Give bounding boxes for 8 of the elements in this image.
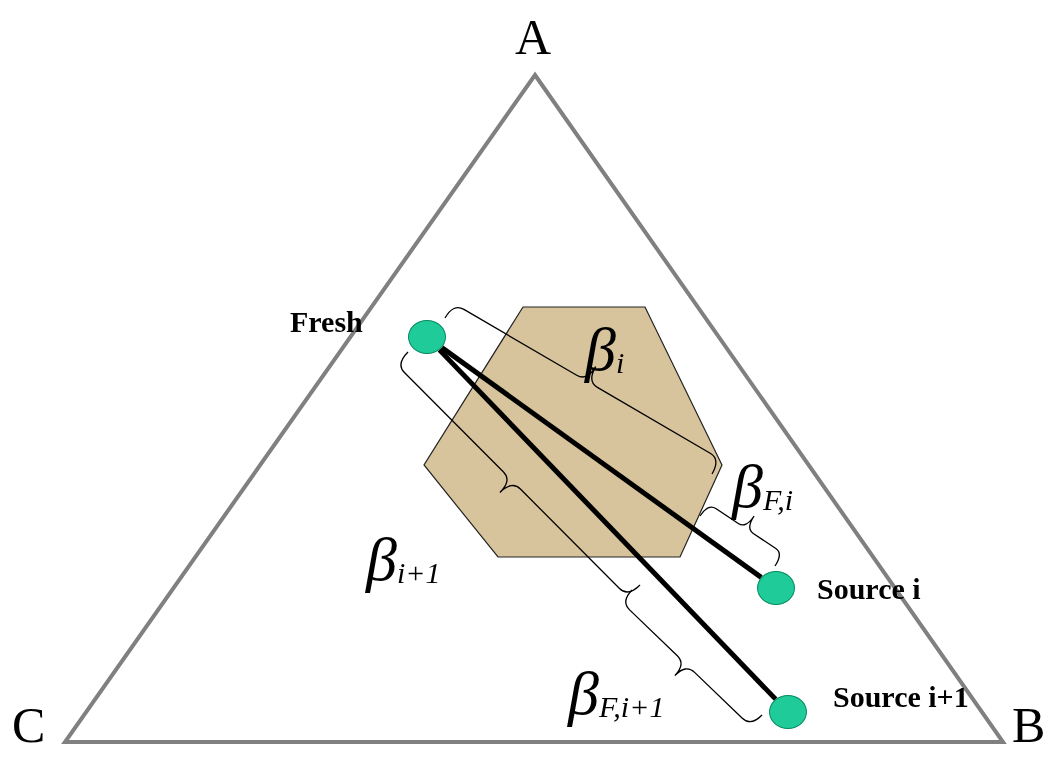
connecting-line <box>437 348 778 701</box>
vertex-label: A <box>515 12 552 62</box>
point-label: Source i+1 <box>833 682 969 712</box>
point-label: Source i <box>817 574 921 604</box>
connecting-line <box>440 345 763 580</box>
point-label: Fresh <box>290 307 363 337</box>
vertex-label: B <box>1012 700 1046 750</box>
vertex-label: C <box>12 700 46 750</box>
